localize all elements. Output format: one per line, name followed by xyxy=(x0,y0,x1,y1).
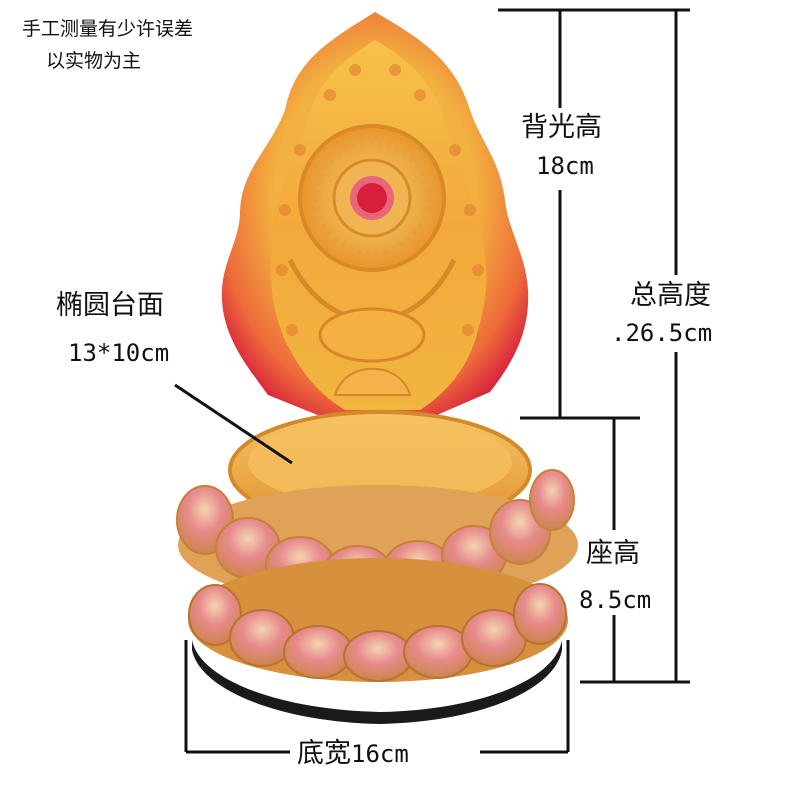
total-height-label: 总高度 xyxy=(630,280,711,311)
backlight xyxy=(221,12,529,420)
total-height-value: .26.5cm xyxy=(611,319,713,347)
backlight-height-value: 18cm xyxy=(536,152,594,180)
backlight-height-label: 背光高 xyxy=(521,112,602,143)
seat-height-label: 座高 xyxy=(586,538,640,569)
note-refer-actual: 以实物为主 xyxy=(46,50,142,72)
seat-height-value: 8.5cm xyxy=(579,586,652,614)
black-base xyxy=(192,640,562,724)
base-width-label: 底宽 xyxy=(297,738,351,769)
dimension-lines xyxy=(174,8,690,754)
oval-top-value: 13*10cm xyxy=(68,339,170,367)
base-width-value: 16cm xyxy=(351,740,409,768)
base-width: 底宽16cm xyxy=(297,740,409,767)
oval-top-label: 椭圆台面 xyxy=(56,290,164,321)
note-measurement-error: 手工测量有少许误差 xyxy=(22,18,194,40)
lotus-petals-lower xyxy=(188,558,568,682)
